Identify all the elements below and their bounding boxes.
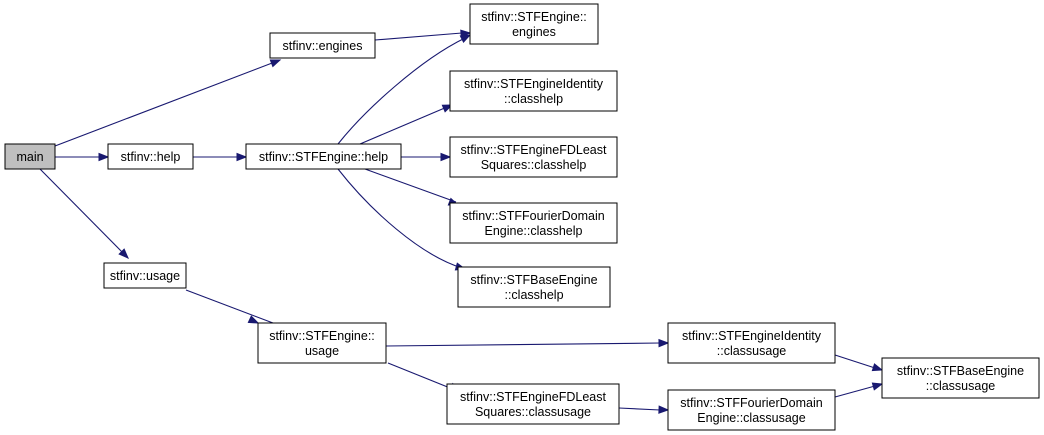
node-box bbox=[107, 143, 194, 170]
node-box bbox=[449, 136, 618, 178]
node-box bbox=[881, 357, 1040, 399]
node-label: stfinv::STFBaseEngine bbox=[470, 273, 597, 287]
node-engine-engines[interactable]: stfinv::STFEngine::engines bbox=[469, 3, 599, 45]
node-box bbox=[469, 3, 599, 45]
node-box bbox=[245, 143, 402, 170]
edge-fdleast_classusage-to-fourier_classusage bbox=[618, 407, 661, 411]
node-label: stfinv::STFEngine:: bbox=[481, 10, 587, 24]
node-box bbox=[103, 262, 187, 289]
edge-engines-to-engine_engines bbox=[374, 32, 463, 41]
node-usage[interactable]: stfinv::usage bbox=[103, 262, 187, 289]
node-box bbox=[667, 389, 836, 431]
node-engines[interactable]: stfinv::engines bbox=[269, 32, 376, 59]
node-label: engines bbox=[512, 25, 556, 39]
edge-engine_usage-to-identity_classusage bbox=[385, 342, 661, 347]
node-fourier-classhelp[interactable]: stfinv::STFFourierDomainEngine::classhel… bbox=[449, 202, 618, 244]
node-label: Squares::classusage bbox=[475, 405, 591, 419]
edge-identity_classusage-to-base_classusage bbox=[834, 354, 876, 369]
node-box bbox=[446, 383, 620, 425]
arrowhead-help bbox=[98, 152, 110, 162]
node-identity-classhelp[interactable]: stfinv::STFEngineIdentity::classhelp bbox=[449, 70, 618, 112]
node-box bbox=[449, 202, 618, 244]
node-base-classusage[interactable]: stfinv::STFBaseEngine::classusage bbox=[881, 357, 1040, 399]
node-label: ::classusage bbox=[717, 344, 787, 358]
edge-engine_usage-to-fdleast_classusage bbox=[387, 362, 456, 391]
node-label: stfinv::STFEngineIdentity bbox=[464, 77, 604, 91]
node-layer: main stfinv::enginesstfinv::helpstfinv::u… bbox=[4, 3, 1040, 431]
node-label: stfinv::STFFourierDomain bbox=[462, 209, 604, 223]
node-box bbox=[449, 70, 618, 112]
node-box bbox=[257, 322, 387, 364]
node-help[interactable]: stfinv::help bbox=[107, 143, 194, 170]
node-label: main bbox=[16, 150, 43, 164]
arrowhead-engine_usage bbox=[247, 315, 260, 324]
node-label: stfinv::engines bbox=[283, 39, 363, 53]
node-fdleast-classhelp[interactable]: stfinv::STFEngineFDLeastSquares::classhe… bbox=[449, 136, 618, 178]
node-fdleast-classusage[interactable]: stfinv::STFEngineFDLeastSquares::classus… bbox=[446, 383, 620, 425]
arrowhead-engine_engines bbox=[459, 34, 472, 44]
edge-main-to-engines bbox=[54, 59, 281, 147]
node-box bbox=[667, 322, 836, 364]
arrowhead-base_classusage bbox=[871, 382, 884, 391]
arrowhead-fdleast_classhelp bbox=[440, 152, 452, 162]
node-label: stfinv::STFEngineFDLeast bbox=[460, 390, 606, 404]
node-label: stfinv::STFEngineFDLeast bbox=[461, 143, 607, 157]
node-label: stfinv::STFBaseEngine bbox=[897, 364, 1024, 378]
node-box bbox=[457, 266, 611, 308]
arrowhead-fourier_classusage bbox=[658, 405, 670, 414]
node-label: ::classhelp bbox=[504, 288, 563, 302]
edge-usage-to-engine_usage bbox=[185, 289, 274, 324]
edge-engine_help-to-fourier_classhelp bbox=[364, 168, 457, 203]
node-label: Squares::classhelp bbox=[481, 158, 587, 172]
node-main[interactable]: main bbox=[4, 143, 56, 170]
node-base-classhelp[interactable]: stfinv::STFBaseEngine::classhelp bbox=[457, 266, 611, 308]
node-fourier-classusage[interactable]: stfinv::STFFourierDomainEngine::classusa… bbox=[667, 389, 836, 431]
node-engine-usage[interactable]: stfinv::STFEngine::usage bbox=[257, 322, 387, 364]
node-box bbox=[4, 143, 56, 170]
node-label: Engine::classhelp bbox=[485, 224, 583, 238]
node-label: stfinv::STFFourierDomain bbox=[680, 396, 822, 410]
node-box bbox=[269, 32, 376, 59]
node-engine-help[interactable]: stfinv::STFEngine::help bbox=[245, 143, 402, 170]
node-label: ::classusage bbox=[926, 379, 996, 393]
node-label: Engine::classusage bbox=[697, 411, 805, 425]
node-label: ::classhelp bbox=[504, 92, 563, 106]
arrowhead-engines bbox=[269, 59, 282, 68]
edge-main-to-usage bbox=[39, 168, 129, 259]
edge-engine_help-to-identity_classhelp bbox=[359, 106, 448, 145]
edge-fourier_classusage-to-base_classusage bbox=[834, 385, 876, 398]
arrowhead-usage bbox=[118, 248, 129, 259]
node-label: stfinv::STFEngine::help bbox=[259, 150, 388, 164]
edge-engine_help-to-base_classhelp bbox=[337, 168, 463, 269]
node-label: usage bbox=[305, 344, 339, 358]
node-label: stfinv::STFEngineIdentity bbox=[682, 329, 822, 343]
edge-engine_help-to-engine_engines bbox=[337, 37, 466, 145]
node-label: stfinv::STFEngine:: bbox=[269, 329, 375, 343]
arrowhead-identity_classusage bbox=[658, 338, 670, 348]
node-label: stfinv::usage bbox=[110, 269, 180, 283]
arrowhead-base_classusage bbox=[871, 363, 884, 372]
arrowhead-engine_help bbox=[236, 152, 248, 162]
node-identity-classusage[interactable]: stfinv::STFEngineIdentity::classusage bbox=[667, 322, 836, 364]
node-label: stfinv::help bbox=[121, 150, 181, 164]
